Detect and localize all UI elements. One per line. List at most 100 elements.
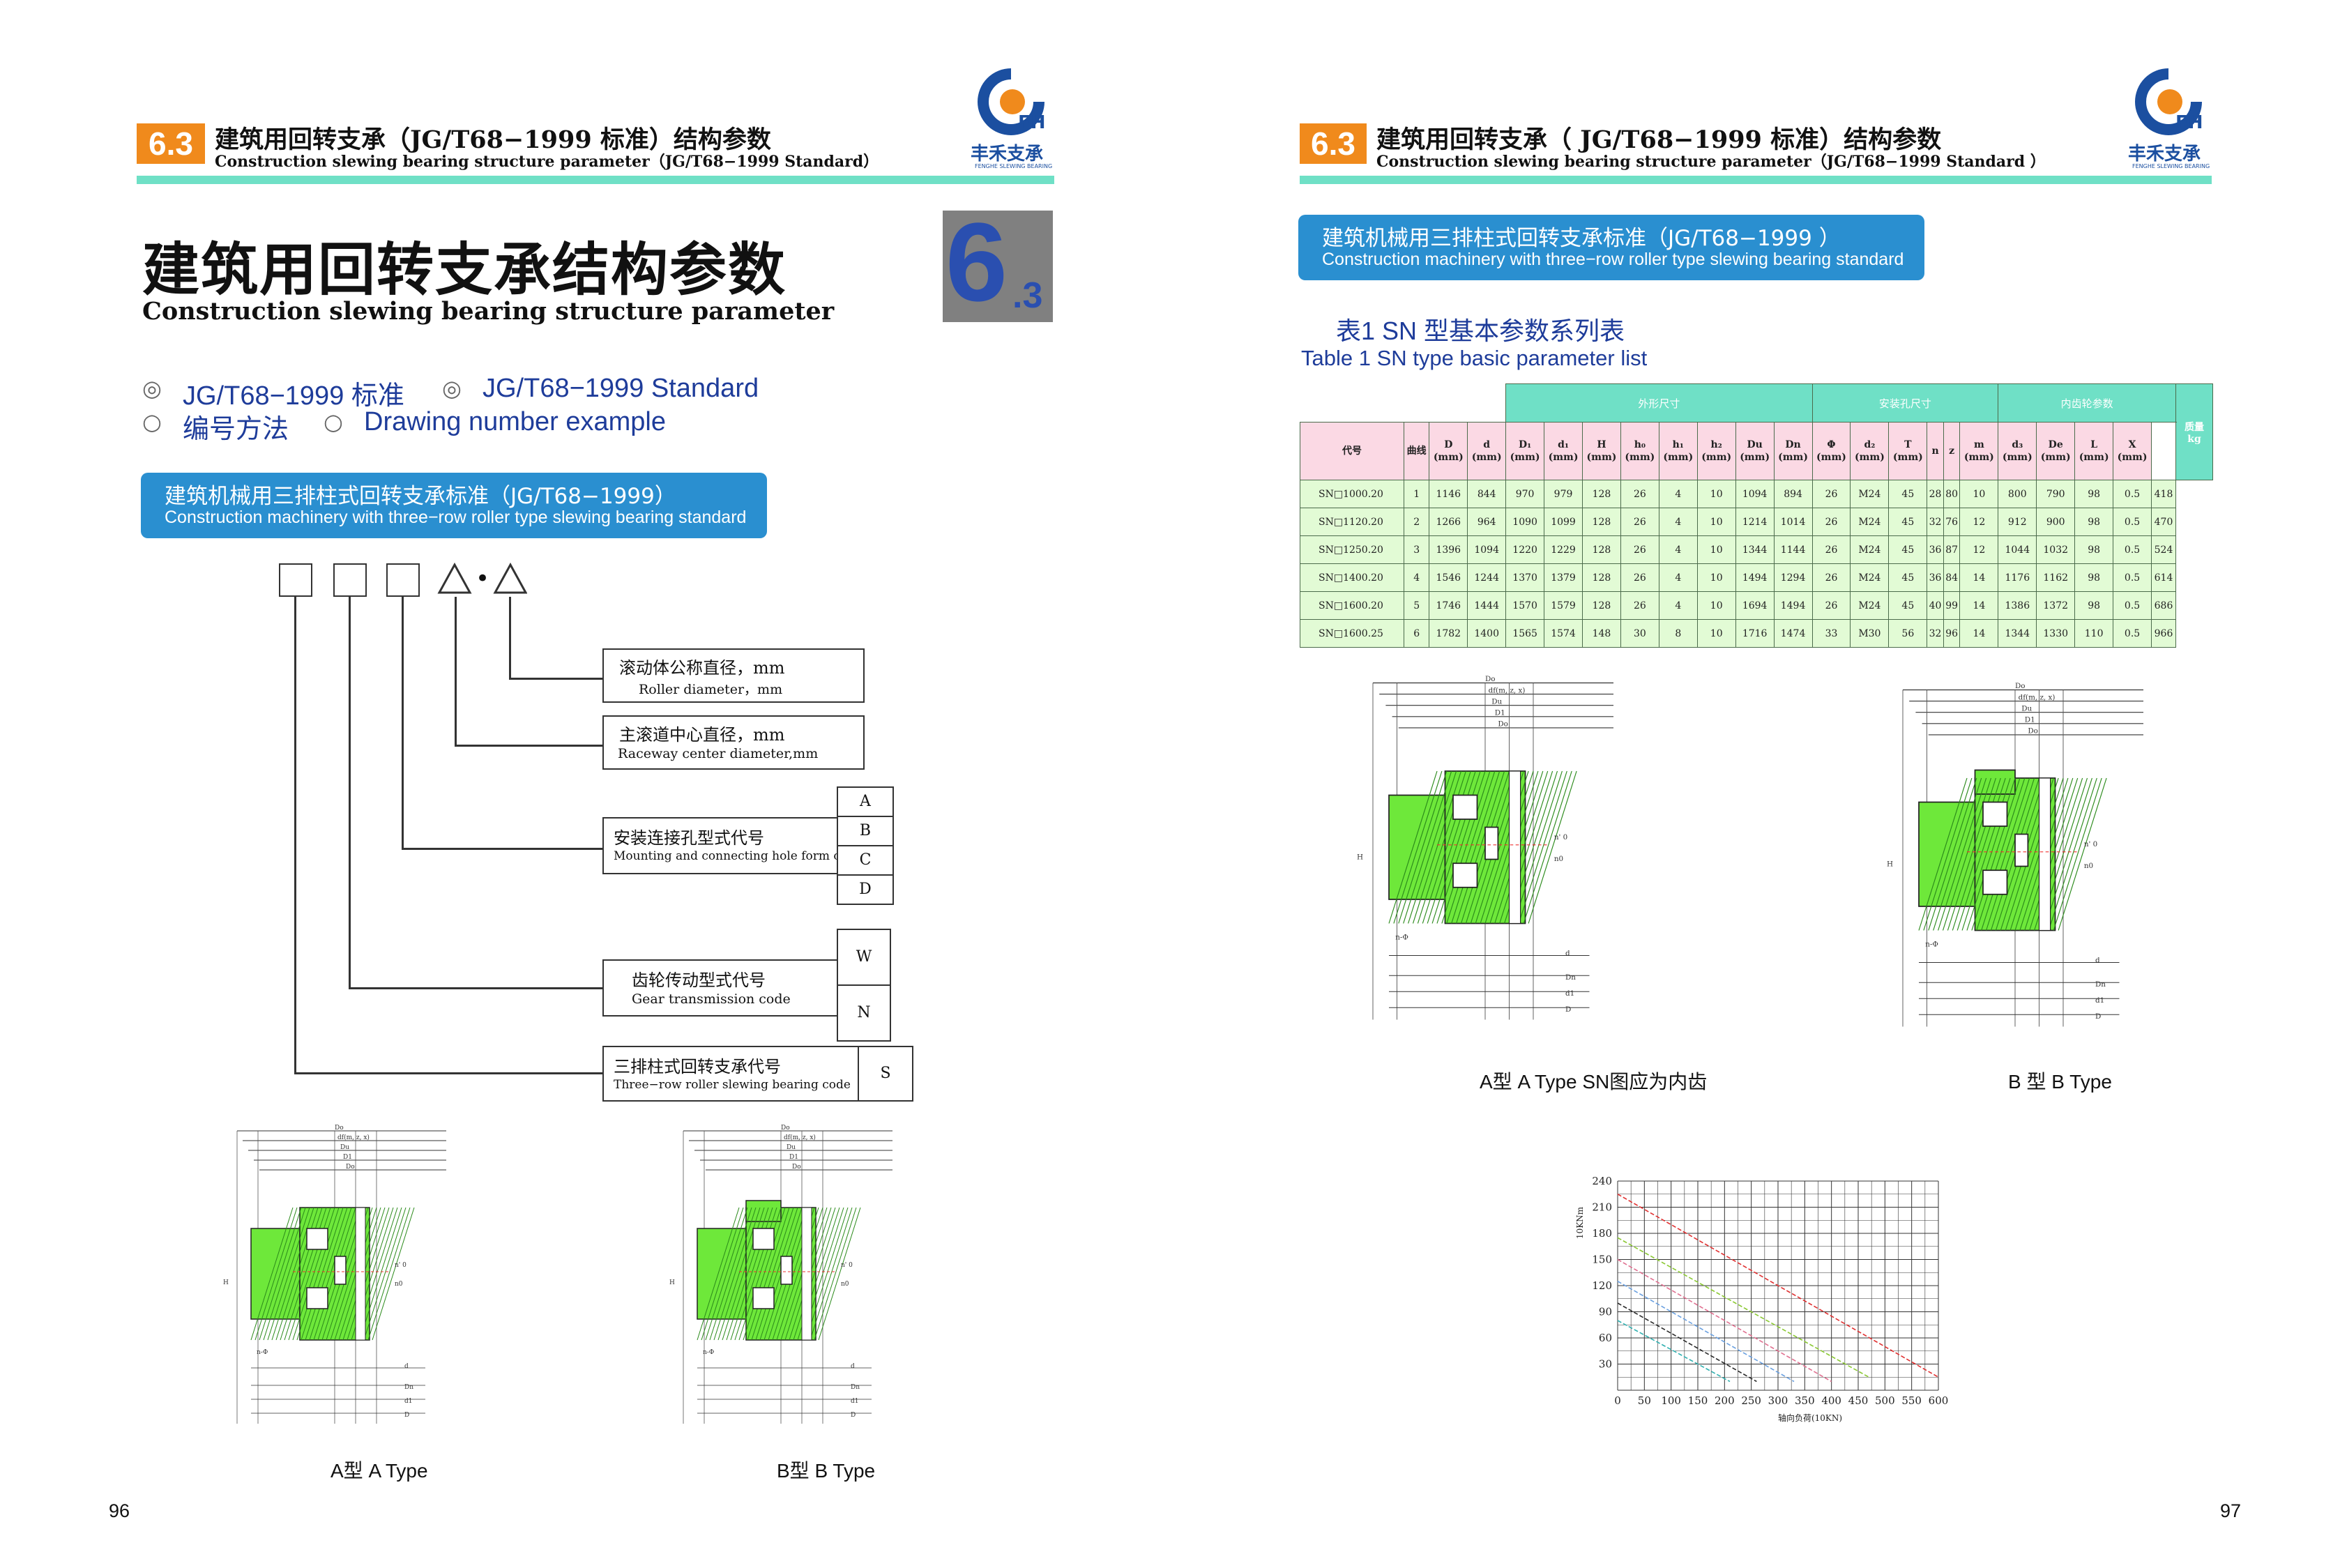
banner-cn: 建筑机械用三排柱式回转支承标准（JG/T68−1999） xyxy=(165,484,676,509)
x-tick-label: 150 xyxy=(1688,1394,1708,1407)
option-cell: A xyxy=(860,793,871,810)
table-cell: 844 xyxy=(1467,480,1507,508)
logo-name-cn: 丰禾支承 xyxy=(971,144,1044,165)
dimension-label: Du xyxy=(340,1144,349,1151)
hatch-line xyxy=(697,1207,740,1341)
hatch-line xyxy=(372,1207,415,1341)
table-cell: 36 xyxy=(1927,563,1944,592)
table-cell: 1579 xyxy=(1544,591,1583,620)
column-header: d (mm) xyxy=(1467,422,1507,480)
roller xyxy=(1484,826,1499,860)
circle-icon: ○ xyxy=(324,409,343,435)
dimension-label: d1 xyxy=(404,1398,413,1405)
table-cell: 1716 xyxy=(1735,619,1775,648)
hatch-line xyxy=(747,1207,790,1341)
table-cell: 1330 xyxy=(2036,619,2076,648)
roller xyxy=(306,1287,328,1309)
table-cell: 30 xyxy=(1620,619,1659,648)
table-cell: 32 xyxy=(1927,619,1944,648)
x-tick-label: 400 xyxy=(1821,1394,1841,1407)
column-header: De (mm) xyxy=(2036,422,2076,480)
hatch-line xyxy=(713,1207,757,1341)
connector-line xyxy=(509,597,511,679)
roller xyxy=(306,1228,328,1250)
table-cell: 26 xyxy=(1811,591,1851,620)
table-cell: 1146 xyxy=(1429,480,1468,508)
table-cell: 98 xyxy=(2074,535,2114,564)
table-cell: SN□1250.20 xyxy=(1300,535,1404,564)
table-cell: 1694 xyxy=(1735,591,1775,620)
table-cell: 96 xyxy=(1943,619,1961,648)
y-tick-label: 180 xyxy=(1592,1227,1612,1240)
dimension-label: d xyxy=(1565,950,1570,958)
table-cell: 128 xyxy=(1581,563,1621,592)
table-cell: 0.5 xyxy=(2113,563,2152,592)
header-mass: 质量 kg xyxy=(2175,383,2213,480)
table-cell: SN□1600.25 xyxy=(1300,619,1404,648)
company-logo: FH 丰禾支承 FENGHE SLEWING BEARING xyxy=(969,67,1053,172)
hatch-line xyxy=(1938,777,1987,931)
dimension-label: H xyxy=(1887,860,1893,869)
table-cell: 1570 xyxy=(1505,591,1545,620)
x-tick-label: 300 xyxy=(1768,1394,1788,1407)
hatch-line xyxy=(751,1207,794,1341)
hatch-line xyxy=(1398,770,1448,924)
table-cell: 26 xyxy=(1811,535,1851,564)
table-cell: 80 xyxy=(1943,480,1961,508)
table-cell: 14 xyxy=(1959,619,1999,648)
hatch-line xyxy=(1456,770,1505,924)
roller xyxy=(1452,862,1478,888)
table-cell: 0.5 xyxy=(2113,508,2152,536)
table-cell: 110 xyxy=(2074,619,2114,648)
gear-options: W N xyxy=(837,929,891,1042)
dimension-label: Dn xyxy=(2095,980,2106,989)
table-title-en: Table 1 SN type basic parameter list xyxy=(1301,346,1648,370)
section-tab: 6 .3 xyxy=(943,206,1053,322)
series-line xyxy=(1617,1320,1731,1383)
seal-lip xyxy=(1974,769,2016,795)
label-cn: 三排柱式回转支承代号 xyxy=(614,1057,781,1076)
dimension-label: Do xyxy=(2028,727,2038,736)
hatch-line xyxy=(2053,777,2102,931)
hatch-line xyxy=(2048,777,2097,931)
table-cell: SN□1000.20 xyxy=(1300,480,1404,508)
table-cell: 1782 xyxy=(1429,619,1468,648)
x-tick-label: 550 xyxy=(1901,1394,1922,1407)
dimension-label: n0 xyxy=(1554,855,1563,863)
table-cell: 1494 xyxy=(1773,591,1813,620)
table-cell: 1214 xyxy=(1735,508,1775,536)
dimension-label: n0 xyxy=(395,1281,403,1288)
header-title-en: Construction slewing bearing structure p… xyxy=(1376,153,2046,171)
group-inner-gear: 内齿轮参数 xyxy=(1998,383,2176,423)
dimension-label: D1 xyxy=(343,1154,352,1161)
dimension-label: d1 xyxy=(851,1398,859,1405)
bearing-code-option: S xyxy=(858,1046,913,1102)
connector-line xyxy=(455,745,604,747)
roller xyxy=(1982,869,2008,895)
dimension-label: H xyxy=(223,1279,229,1286)
hatch-line xyxy=(259,1207,302,1341)
option-cell: N xyxy=(838,984,890,1040)
connector-line xyxy=(402,848,604,850)
table-cell: 87 xyxy=(1943,535,1961,564)
dimension-label: H xyxy=(1357,853,1363,862)
hatch-line xyxy=(1513,770,1563,924)
x-axis-label: 轴向负荷(10KN) xyxy=(1778,1413,1842,1423)
table-cell: 2 xyxy=(1403,508,1430,536)
code-separator: • xyxy=(476,565,490,593)
hatch-line xyxy=(296,1207,340,1341)
table-cell: M24 xyxy=(1850,535,1890,564)
table-cell: 1396 xyxy=(1429,535,1468,564)
triangle-icon xyxy=(493,562,527,594)
table-cell: 32 xyxy=(1927,508,1944,536)
hatch-line xyxy=(755,1207,798,1341)
triangle-placeholders xyxy=(437,562,527,594)
column-header: d₂ (mm) xyxy=(1850,422,1890,480)
table-cell: 1386 xyxy=(1998,591,2037,620)
dimension-label: n-Φ xyxy=(703,1349,714,1356)
label-bearing-code: 三排柱式回转支承代号 Three−row roller slewing bear… xyxy=(602,1046,862,1102)
dimension-label: d xyxy=(851,1363,855,1370)
table-cell: 26 xyxy=(1620,591,1659,620)
